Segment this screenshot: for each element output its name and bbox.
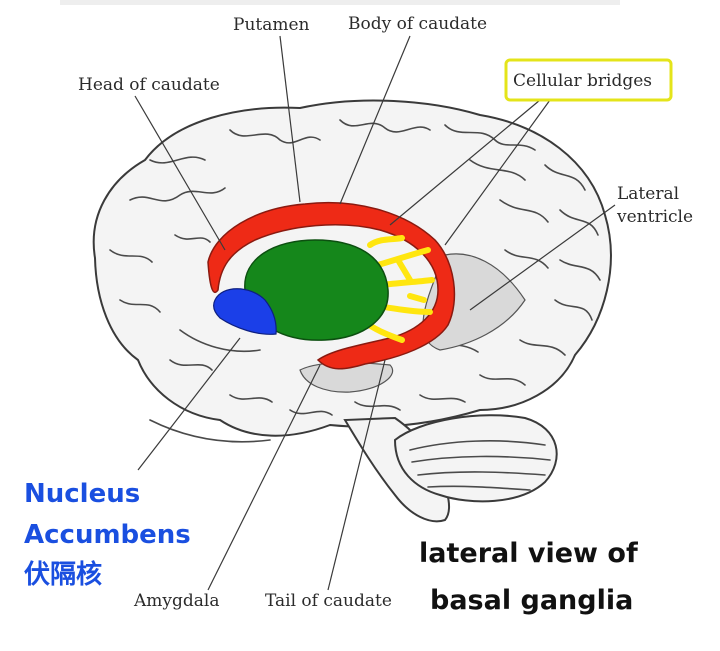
annotation-accumbens: Accumbens [24,520,191,550]
nucleus-accumbens [213,288,277,335]
gyri-folds [109,119,601,443]
label-tail-of-caudate: Tail of caudate [265,591,392,611]
label-ventricle: ventricle [616,207,693,227]
cerebellum [393,414,558,503]
label-amygdala: Amygdala [133,591,219,611]
putamen [244,239,389,341]
cerebellum-folia [409,440,551,491]
leader-lines [134,35,616,591]
caption-line2: basal ganglia [430,585,633,616]
label-lateral: Lateral [617,184,679,204]
label-putamen: Putamen [233,15,310,35]
label-cellular-bridges: Cellular bridges [513,71,652,91]
annotation-nucleus: Nucleus [24,479,140,509]
cellular-bridges-highlight-box [504,58,673,102]
label-body-of-caudate: Body of caudate [348,14,487,34]
annotation-chinese: 伏隔核 [24,559,102,590]
top-strip [60,0,620,5]
label-head-of-caudate: Head of caudate [78,75,220,95]
caudate-nucleus [207,201,456,370]
caption-line1: lateral view of [419,538,638,569]
